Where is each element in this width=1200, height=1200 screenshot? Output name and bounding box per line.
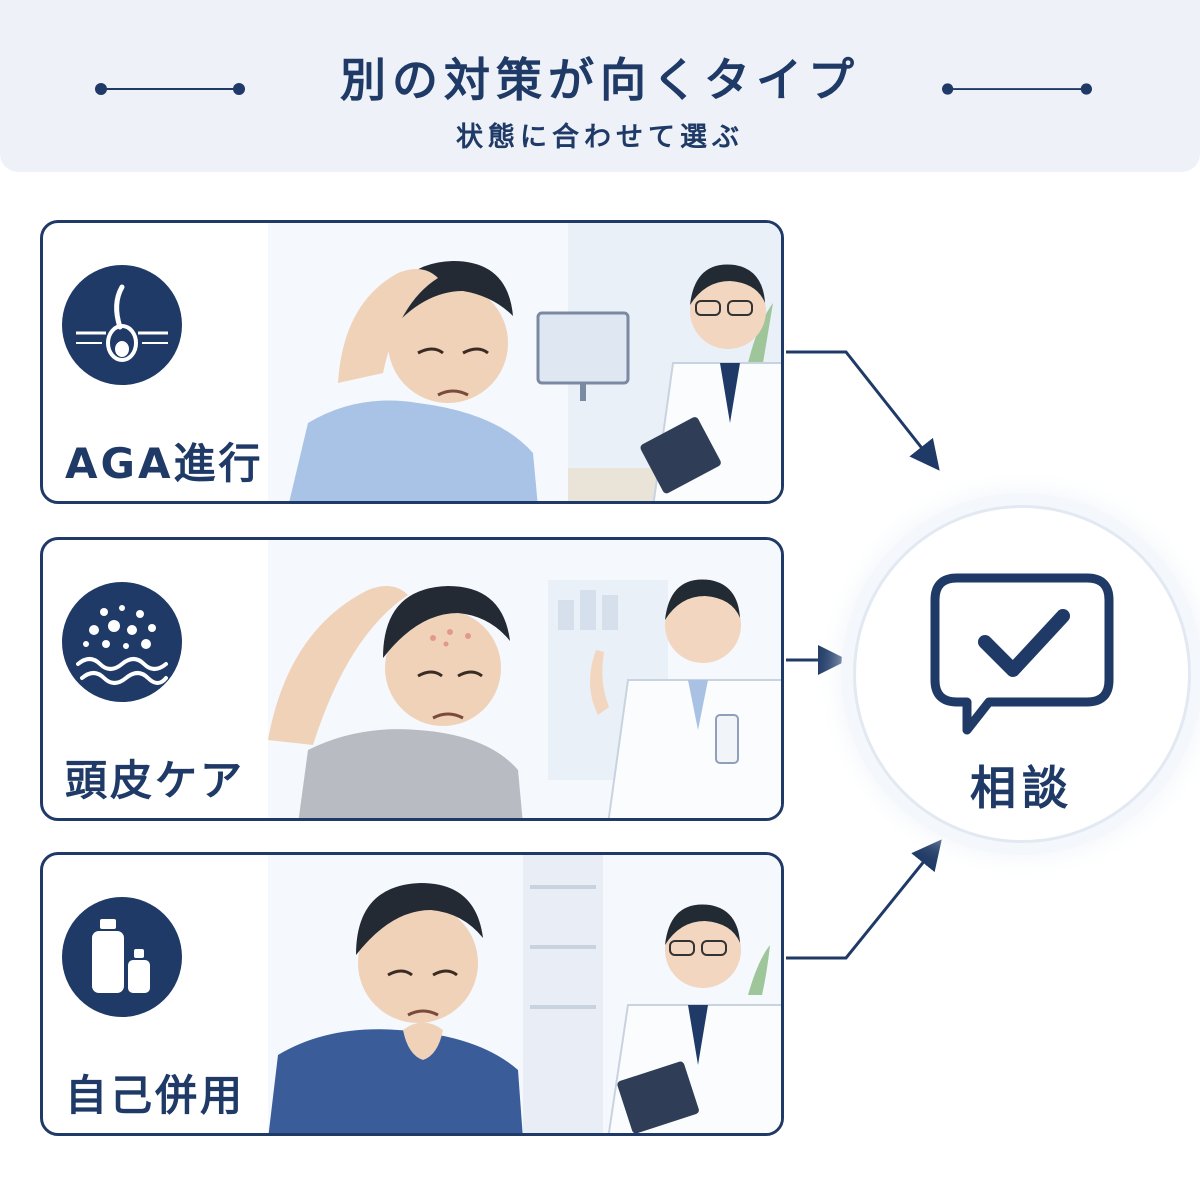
header-right-decoration: [942, 83, 1092, 95]
self-combination-consultation-illustration: [268, 855, 781, 1133]
header-banner: 別の対策が向くタイプ 状態に合わせて選ぶ: [0, 0, 1200, 172]
card-label-self-combination: 自己併用: [65, 1071, 246, 1120]
bottles-icon: [62, 897, 182, 1017]
speech-bubble-check-icon: [930, 573, 1114, 735]
option-card-scalp-care: 頭皮ケア: [40, 537, 784, 821]
option-card-aga: AGA進行: [40, 220, 784, 504]
page-title: 別の対策が向くタイプ: [340, 53, 860, 107]
card-label-aga: AGA進行: [65, 439, 264, 488]
option-card-self-combination: 自己併用: [40, 852, 784, 1136]
header-left-decoration: [95, 83, 245, 95]
consult-label: 相談: [970, 761, 1074, 815]
card-label-scalp-care: 頭皮ケア: [65, 756, 246, 805]
page-subtitle: 状態に合わせて選ぶ: [456, 122, 744, 153]
hair-follicle-icon: [62, 265, 182, 385]
arrow-aga-to-consult: [786, 350, 940, 471]
aga-consultation-illustration: [268, 223, 781, 501]
scalp-particles-icon: [62, 582, 182, 702]
arrow-self-combination-to-consult: [786, 839, 942, 960]
scalp-care-consultation-illustration: [268, 540, 781, 818]
